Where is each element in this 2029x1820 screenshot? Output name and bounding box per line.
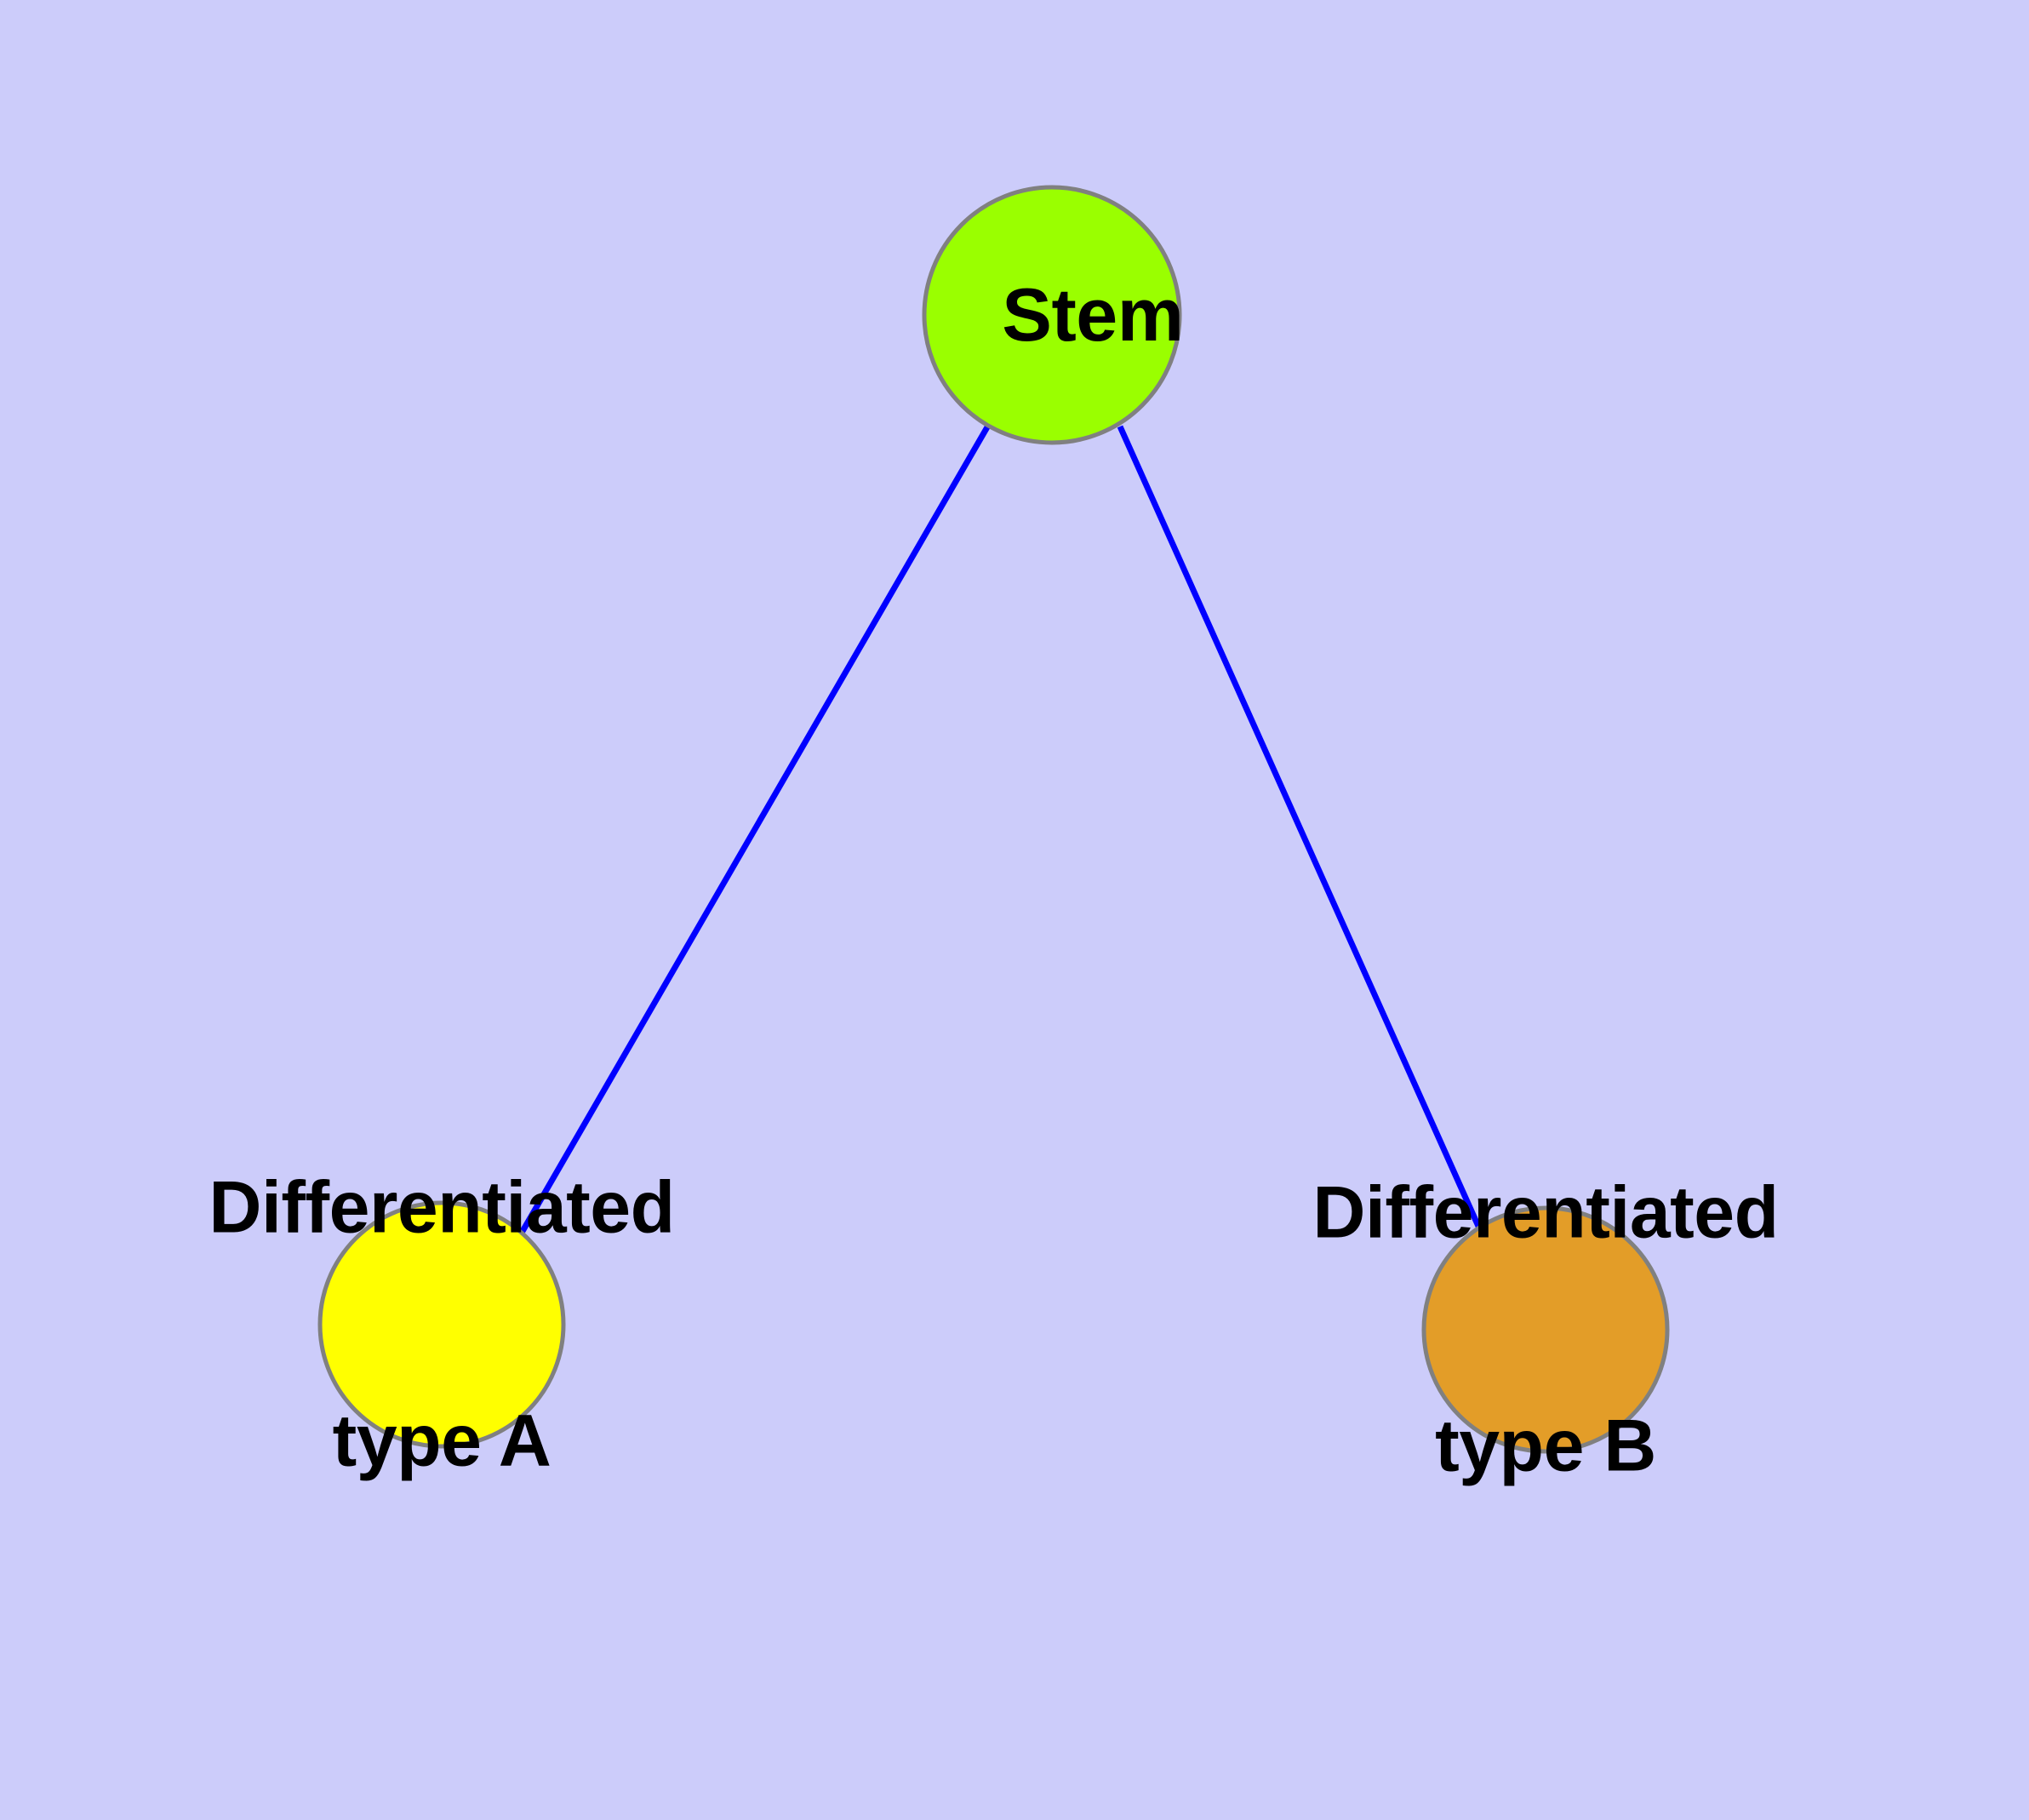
- node-differentiated-type-b[interactable]: [1421, 1205, 1670, 1454]
- node-layer: [317, 185, 1670, 1454]
- node-stem[interactable]: [922, 185, 1182, 445]
- edge-layer: [518, 424, 1483, 1234]
- edge-stem-to-differentiated-type-b[interactable]: [1117, 425, 1483, 1232]
- edge-stem-to-differentiated-type-a[interactable]: [518, 424, 992, 1234]
- node-differentiated-type-a[interactable]: [317, 1200, 566, 1449]
